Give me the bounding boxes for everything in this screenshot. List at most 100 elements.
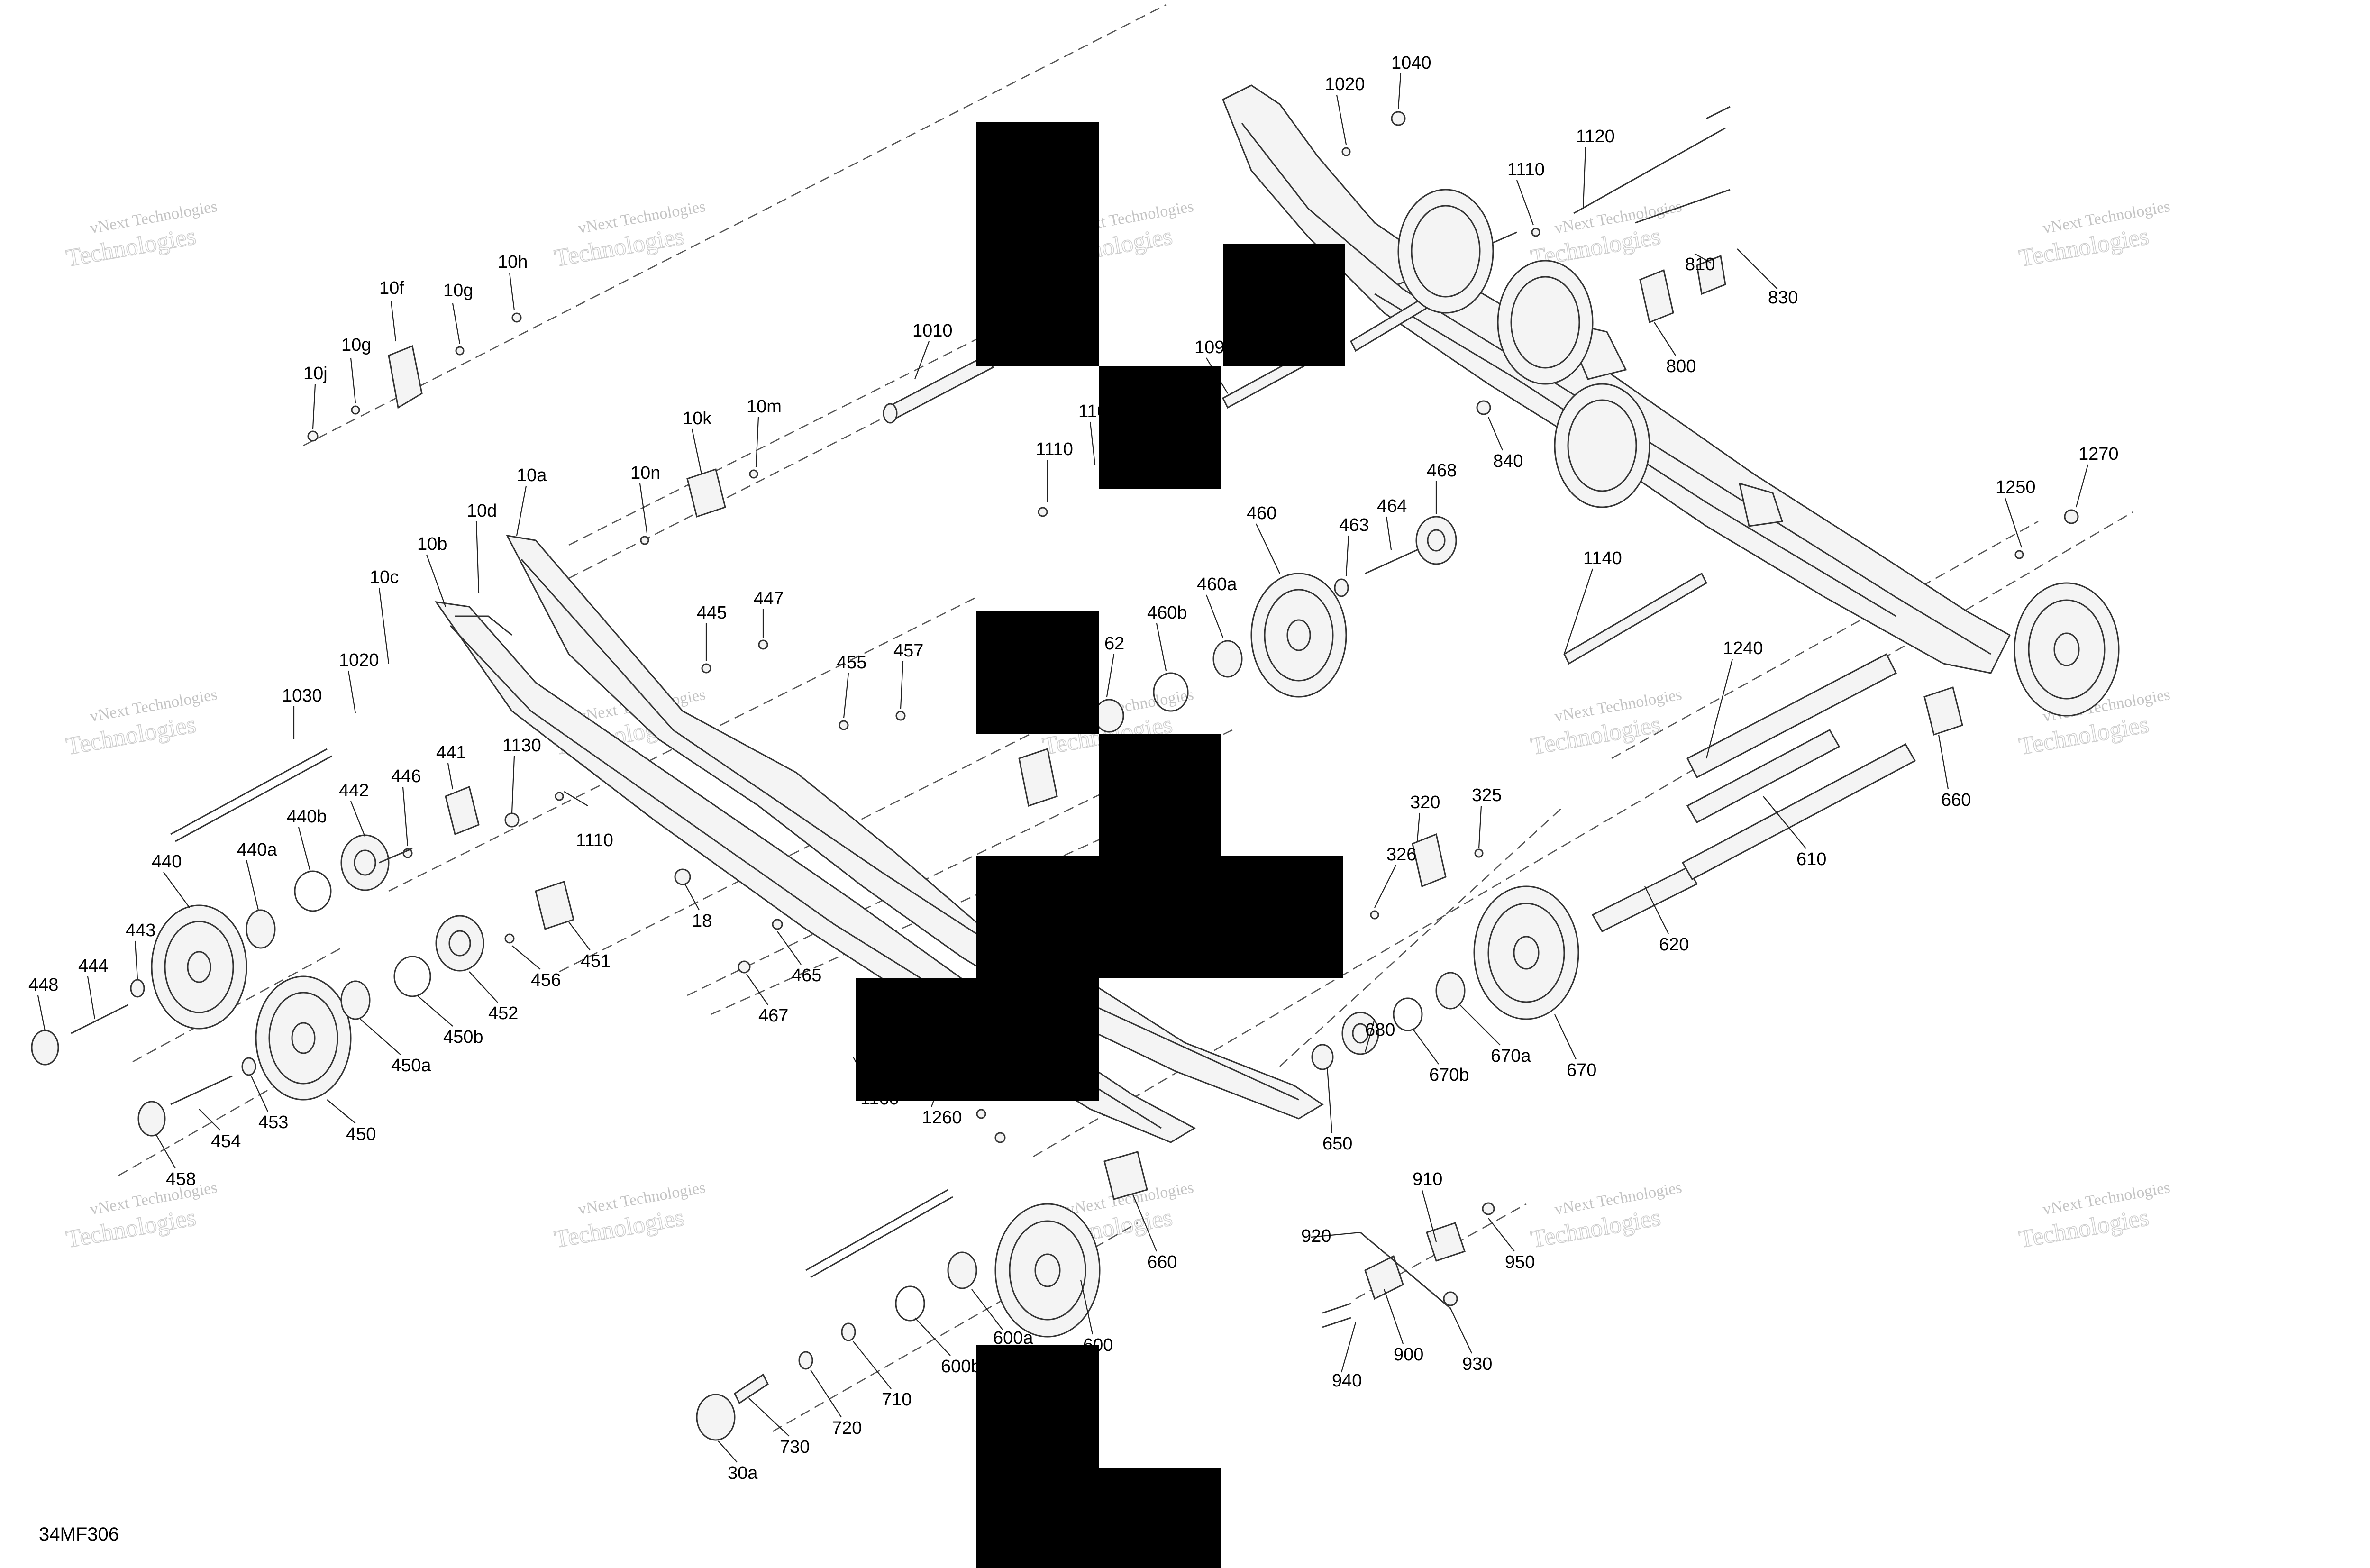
leader-line xyxy=(755,417,759,467)
callout-label: 730 xyxy=(780,1437,810,1457)
leader-line xyxy=(568,921,591,951)
callout-label: 10d xyxy=(467,501,497,521)
leader-line xyxy=(748,1398,790,1437)
callout-label: 670b xyxy=(1429,1065,1469,1085)
leader-line xyxy=(1487,417,1504,451)
callout-label: 442 xyxy=(339,781,369,801)
figure-id: 34MF306 xyxy=(39,1524,119,1545)
callout-label: 920 xyxy=(1301,1226,1331,1246)
callout-label: 1020 xyxy=(339,650,379,670)
callout-label: 1260 xyxy=(922,1108,962,1128)
leader-line xyxy=(1488,1218,1515,1252)
callout-label: 950 xyxy=(1505,1252,1535,1272)
leader-line xyxy=(971,1289,1003,1330)
leader-line xyxy=(163,872,190,908)
leader-line xyxy=(914,1317,951,1356)
leader-line xyxy=(350,801,366,837)
callout-label: 18 xyxy=(692,911,712,931)
callout-label: 10g xyxy=(443,281,473,301)
leader-line xyxy=(1383,1289,1404,1344)
callout-label: 460b xyxy=(1147,603,1187,623)
callout-label: 1030 xyxy=(282,686,322,706)
leader-line xyxy=(347,670,356,714)
leader-line xyxy=(1416,812,1421,842)
leader-line xyxy=(718,1440,738,1463)
callout-label: 445 xyxy=(697,603,727,623)
leader-line xyxy=(312,383,316,429)
leader-line xyxy=(1374,865,1396,908)
callout-label: 1020 xyxy=(1325,74,1365,94)
callout-label: 326 xyxy=(1386,845,1416,865)
redaction-block xyxy=(976,611,1099,734)
callout-label: 463 xyxy=(1339,515,1369,535)
leader-line xyxy=(350,357,356,403)
leader-line xyxy=(516,485,527,536)
callout-label: 670a xyxy=(1491,1046,1531,1066)
callout-label: 10j xyxy=(303,364,328,383)
callout-label: 458 xyxy=(166,1169,196,1189)
callout-label: 10m xyxy=(747,397,782,417)
leader-line xyxy=(1421,1189,1437,1242)
leader-line xyxy=(1694,253,1712,264)
callout-label: 447 xyxy=(754,589,784,609)
redaction-block xyxy=(1223,244,1345,366)
leader-line xyxy=(1582,146,1586,209)
callout-label: 443 xyxy=(126,921,155,940)
callout-label: 620 xyxy=(1659,935,1689,955)
callout-label: 450a xyxy=(391,1056,431,1076)
leader-line xyxy=(1459,1004,1501,1046)
leader-line xyxy=(564,791,588,806)
callout-label: 10k xyxy=(683,409,712,428)
hardware xyxy=(31,111,2079,1441)
leader-line xyxy=(469,971,498,1003)
leader-line xyxy=(1256,523,1280,574)
redaction-block xyxy=(1099,1468,1221,1568)
callout-label: 900 xyxy=(1394,1345,1423,1365)
leader-line xyxy=(246,860,259,911)
callout-label: 660 xyxy=(1941,790,1971,810)
redaction-block xyxy=(976,1345,1099,1568)
callout-label: 720 xyxy=(832,1418,862,1438)
callout-label: 1140 xyxy=(1583,548,1622,568)
wheel-670 xyxy=(1473,885,1579,1020)
wheel-450 xyxy=(255,975,352,1101)
wheel-right-a xyxy=(1397,189,1494,314)
callout-label: 10a xyxy=(517,465,547,485)
leader-line xyxy=(509,272,515,311)
wheel-right-b xyxy=(1497,260,1594,385)
leader-line xyxy=(1450,1308,1472,1354)
leader-line xyxy=(1397,73,1402,109)
callout-label: 460 xyxy=(1247,503,1276,523)
callout-label: 670 xyxy=(1567,1060,1596,1080)
callout-label: 444 xyxy=(78,956,108,976)
callout-label: 446 xyxy=(391,766,421,786)
callout-label: 455 xyxy=(837,653,866,673)
leader-line xyxy=(1737,248,1778,290)
leader-line xyxy=(1310,1231,1361,1238)
callout-label: 1270 xyxy=(2078,444,2119,464)
callout-label: 451 xyxy=(581,951,611,971)
leader-line xyxy=(746,974,768,1005)
callout-label: 600a xyxy=(993,1328,1033,1348)
leader-line xyxy=(1412,1028,1439,1065)
callout-label: 467 xyxy=(758,1006,788,1026)
callout-label: 10f xyxy=(379,278,404,298)
leader-line xyxy=(447,763,454,790)
wheels xyxy=(151,189,2120,1338)
wheel-460 xyxy=(1250,573,1347,698)
leader-line xyxy=(511,945,541,970)
leader-line xyxy=(1132,1194,1158,1252)
callout-label: 450b xyxy=(443,1027,483,1047)
callout-label: 10g xyxy=(341,335,371,355)
leader-line xyxy=(452,303,461,344)
callout-label: 600b xyxy=(941,1357,981,1377)
leader-line xyxy=(1386,516,1392,550)
leader-line xyxy=(1106,654,1115,697)
callout-label: 610 xyxy=(1796,849,1826,869)
leader-lines xyxy=(37,73,2089,1463)
leader-line xyxy=(199,1109,221,1131)
